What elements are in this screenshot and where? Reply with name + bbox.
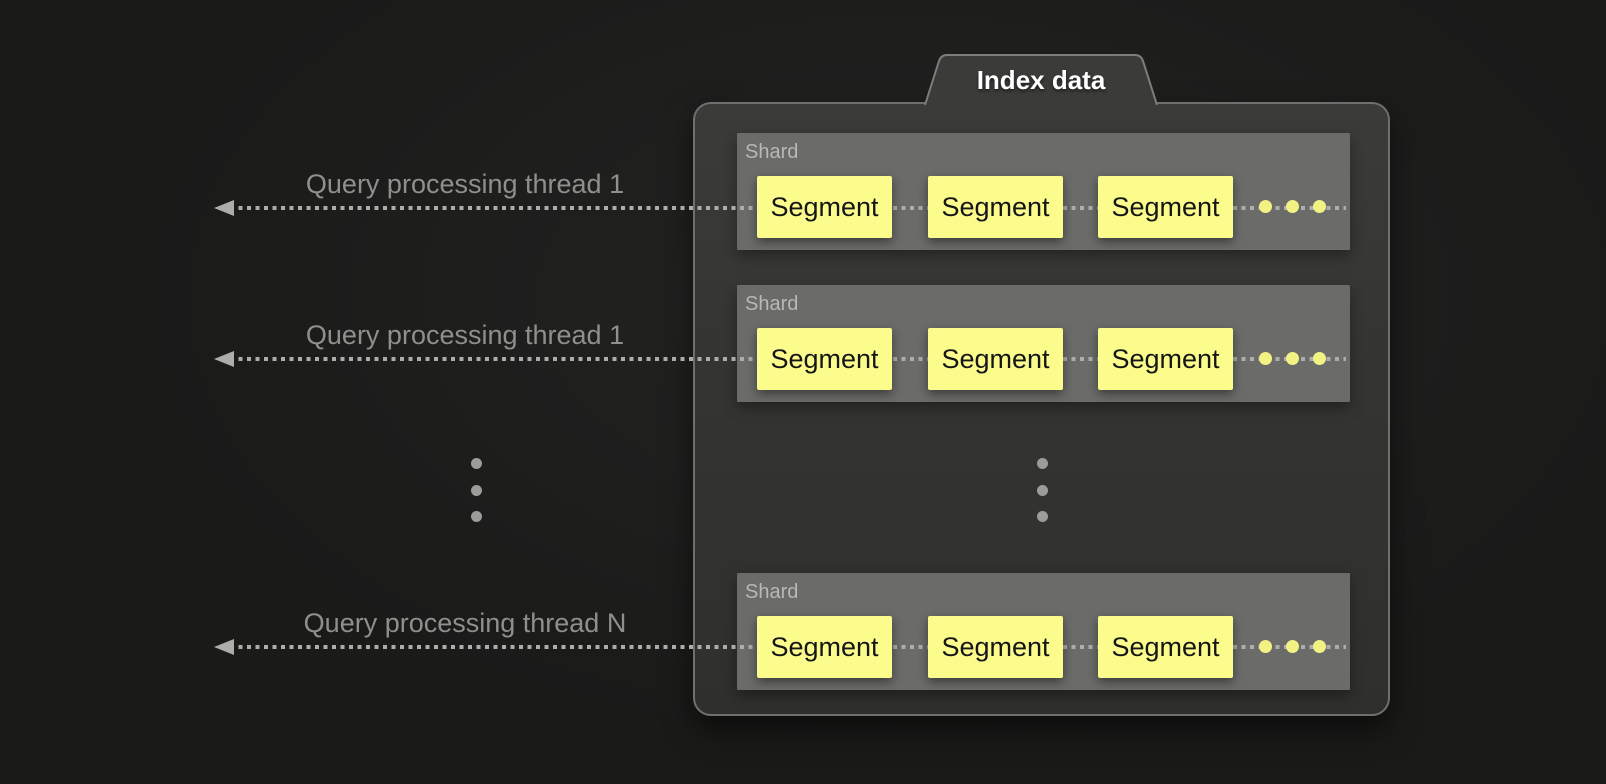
index-data-title: Index data <box>976 64 1106 95</box>
more-segments-dot <box>1286 640 1299 653</box>
vertical-ellipsis-dot <box>1037 511 1048 522</box>
more-segments-dot <box>1286 352 1299 365</box>
query-thread-label-3: Query processing thread N <box>303 608 627 638</box>
shard-row-1: Shard Segment Segment Segment <box>737 133 1350 250</box>
vertical-ellipsis-dot <box>1037 458 1048 469</box>
shard-row-3: Shard Segment Segment Segment <box>737 573 1350 690</box>
query-thread-label-1: Query processing thread 1 <box>305 169 625 199</box>
vertical-ellipsis-dot <box>471 458 482 469</box>
more-segments-dot <box>1313 640 1326 653</box>
vertical-ellipsis-dot <box>471 511 482 522</box>
segment-box: Segment <box>928 176 1063 238</box>
shard-label: Shard <box>745 141 799 163</box>
left-arrowhead-icon <box>214 200 234 216</box>
more-segments-dot <box>1313 352 1326 365</box>
more-segments-dot <box>1259 640 1272 653</box>
segment-box: Segment <box>1098 328 1233 390</box>
segment-box: Segment <box>928 328 1063 390</box>
shard-label: Shard <box>745 293 799 315</box>
segment-box: Segment <box>757 328 892 390</box>
index-data-tab: Index data <box>924 53 1158 105</box>
more-segments-dot <box>1259 200 1272 213</box>
more-segments-dot <box>1259 352 1272 365</box>
tab-trapezoid-shape <box>924 54 1158 105</box>
shard-row-2: Shard Segment Segment Segment <box>737 285 1350 402</box>
vertical-ellipsis-dot <box>1037 485 1048 496</box>
vertical-ellipsis-dot <box>471 485 482 496</box>
left-arrowhead-icon <box>214 351 234 367</box>
segment-box: Segment <box>757 176 892 238</box>
more-segments-dot <box>1286 200 1299 213</box>
more-segments-dot <box>1313 200 1326 213</box>
segment-box: Segment <box>757 616 892 678</box>
segment-box: Segment <box>1098 616 1233 678</box>
left-arrowhead-icon <box>214 639 234 655</box>
shard-label: Shard <box>745 581 799 603</box>
segment-box: Segment <box>1098 176 1233 238</box>
query-thread-label-2: Query processing thread 1 <box>305 320 625 350</box>
segment-box: Segment <box>928 616 1063 678</box>
